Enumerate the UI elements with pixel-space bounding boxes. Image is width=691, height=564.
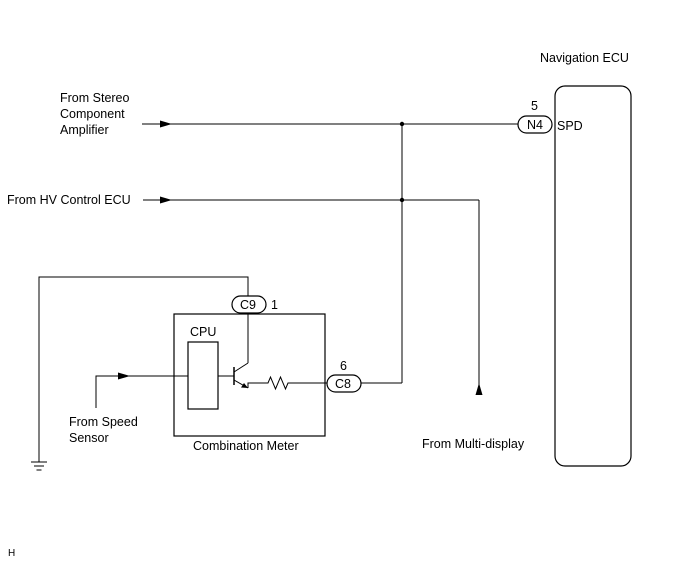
c8-pin-number: 6 — [340, 359, 347, 373]
c9-pin-number: 1 — [271, 298, 278, 312]
speed-sensor-label-line2: Sensor — [69, 431, 109, 445]
stereo-label-line3: Amplifier — [60, 123, 109, 137]
c9-connector — [231, 295, 267, 314]
resistor-icon — [264, 375, 327, 391]
n4-connector-label: N4 — [527, 118, 543, 132]
spd-terminal-label: SPD — [557, 119, 583, 133]
speed-sensor-arrow-icon — [118, 372, 130, 380]
c9-connector-label: C9 — [240, 298, 256, 312]
junction-dot-lower — [399, 197, 405, 203]
stereo-label-line1: From Stereo — [60, 91, 130, 105]
transistor-icon — [218, 313, 264, 389]
navigation-ecu-box — [554, 85, 632, 467]
speed-sensor-label-line1: From Speed — [69, 415, 138, 429]
hv-control-arrow-icon — [160, 196, 172, 204]
ground-icon — [31, 461, 47, 471]
stereo-label-line2: Component — [60, 107, 125, 121]
multi-display-arrow-icon — [475, 383, 483, 395]
cpu-box — [187, 341, 219, 410]
corner-mark: H — [8, 548, 15, 559]
c8-connector-label: C8 — [335, 377, 351, 391]
combination-meter-label: Combination Meter — [193, 439, 299, 453]
speed-sensor-wire — [95, 375, 188, 408]
n4-connector — [517, 115, 553, 134]
c8-connector — [326, 374, 362, 393]
cpu-label: CPU — [190, 325, 216, 339]
navigation-ecu-label: Navigation ECU — [540, 51, 629, 65]
stereo-arrow-icon — [160, 120, 172, 128]
n4-pin-number: 5 — [531, 99, 538, 113]
junction-dot-upper — [399, 121, 405, 127]
multi-display-label: From Multi-display — [422, 437, 525, 451]
hv-control-label: From HV Control ECU — [7, 193, 131, 207]
ground-wire — [38, 276, 249, 462]
